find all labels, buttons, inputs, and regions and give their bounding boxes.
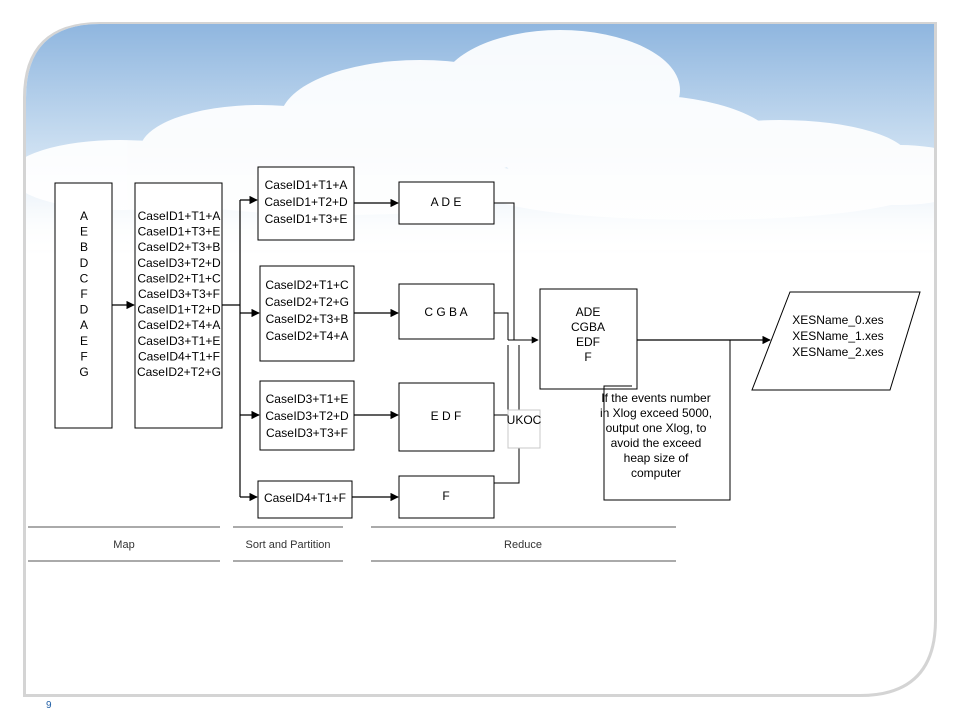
input-event-item: C [80,271,89,285]
map-output-item: CaseID1+T2+D [137,303,221,317]
reduce-output-label: C G B A [424,305,467,319]
partition-item: CaseID1+T3+E [265,212,348,226]
page-number: 9 [46,700,52,711]
merged-box [539,288,638,390]
map-output-item: CaseID2+T1+C [137,271,221,285]
partition-item: CaseID2+T1+C [265,278,349,292]
partition-box-3 [259,380,355,451]
output-files-shape [751,291,921,391]
reduce-box-2 [398,283,495,340]
input-event-item: F [80,349,87,363]
reduce-to-merge-lines [494,202,539,484]
map-output-item: CaseID2+T4+A [138,318,221,332]
stage-label-sort: Sort and Partition [246,539,331,551]
stage-label-map: Map [113,539,134,551]
map-output-item: CaseID1+T1+A [138,209,221,223]
reduce-labels: A D E C G B A E D F F [424,195,467,503]
partition-lists: CaseID1+T1+A CaseID1+T2+D CaseID1+T3+E Case… [264,178,349,505]
merged-item: ADE [576,305,601,319]
note-line: If the events number [601,391,710,405]
map-output-box [134,182,223,429]
partition-to-reduce-arrows [352,198,399,502]
partition-box-1 [257,166,355,241]
merged-item: CGBA [571,320,605,334]
input-event-item: E [80,225,88,239]
note-line: avoid the exceed [611,436,702,450]
map-output-item: CaseID2+T2+G [137,365,221,379]
partition-item: CaseID1+T1+A [265,178,348,192]
map-output-item: CaseID3+T2+D [137,256,221,270]
map-to-partitions-arrows [222,195,260,502]
note-line: in Xlog exceed 5000, [600,406,712,420]
map-output-item: CaseID3+T1+E [138,334,221,348]
partition-box-4 [257,480,353,519]
stage-label-reduce: Reduce [504,539,542,551]
map-output-item: CaseID2+T3+B [138,240,221,254]
note-line: heap size of [624,451,689,465]
input-event-item: D [80,303,89,317]
note-callout-leader [603,340,731,501]
input-events-box [54,182,113,429]
partition-item: CaseID3+T1+E [266,392,349,406]
merged-item: EDF [576,335,600,349]
input-event-item: G [79,365,88,379]
reduce-output-label: E D F [431,409,462,423]
map-output-item: CaseID3+T3+F [138,287,220,301]
merged-item: F [584,350,591,364]
reduce-box-4 [398,475,495,519]
partition-item: CaseID2+T2+G [265,295,349,309]
reduce-output-label: A D E [431,195,462,209]
input-event-item: A [80,209,88,223]
input-event-item: D [80,256,89,270]
reduce-box-1 [398,181,495,225]
note-line: computer [631,466,681,480]
ukoc-box [507,409,541,449]
input-event-item: A [80,318,88,332]
ukoc-label: UKOC [507,413,542,427]
output-file-name: XESName_2.xes [792,345,883,359]
output-file-name: XESName_0.xes [792,313,883,327]
partition-item: CaseID3+T2+D [265,409,349,423]
reduce-output-label: F [442,489,449,503]
reduce-box-3 [398,382,495,452]
input-event-item: B [80,240,88,254]
partition-item: CaseID1+T2+D [264,195,348,209]
partition-item: CaseID3+T3+F [266,426,348,440]
partition-item: CaseID2+T3+B [266,312,349,326]
stage-bars [28,526,676,562]
output-file-name: XESName_1.xes [792,329,883,343]
input-event-item: E [80,334,88,348]
note-line: output one Xlog, to [606,421,707,435]
map-output-item: CaseID1+T3+E [138,225,221,239]
input-event-item: F [80,287,87,301]
partition-item: CaseID4+T1+F [264,491,346,505]
partition-box-2 [259,265,355,362]
partition-item: CaseID2+T4+A [266,329,349,343]
map-output-item: CaseID4+T1+F [138,349,220,363]
